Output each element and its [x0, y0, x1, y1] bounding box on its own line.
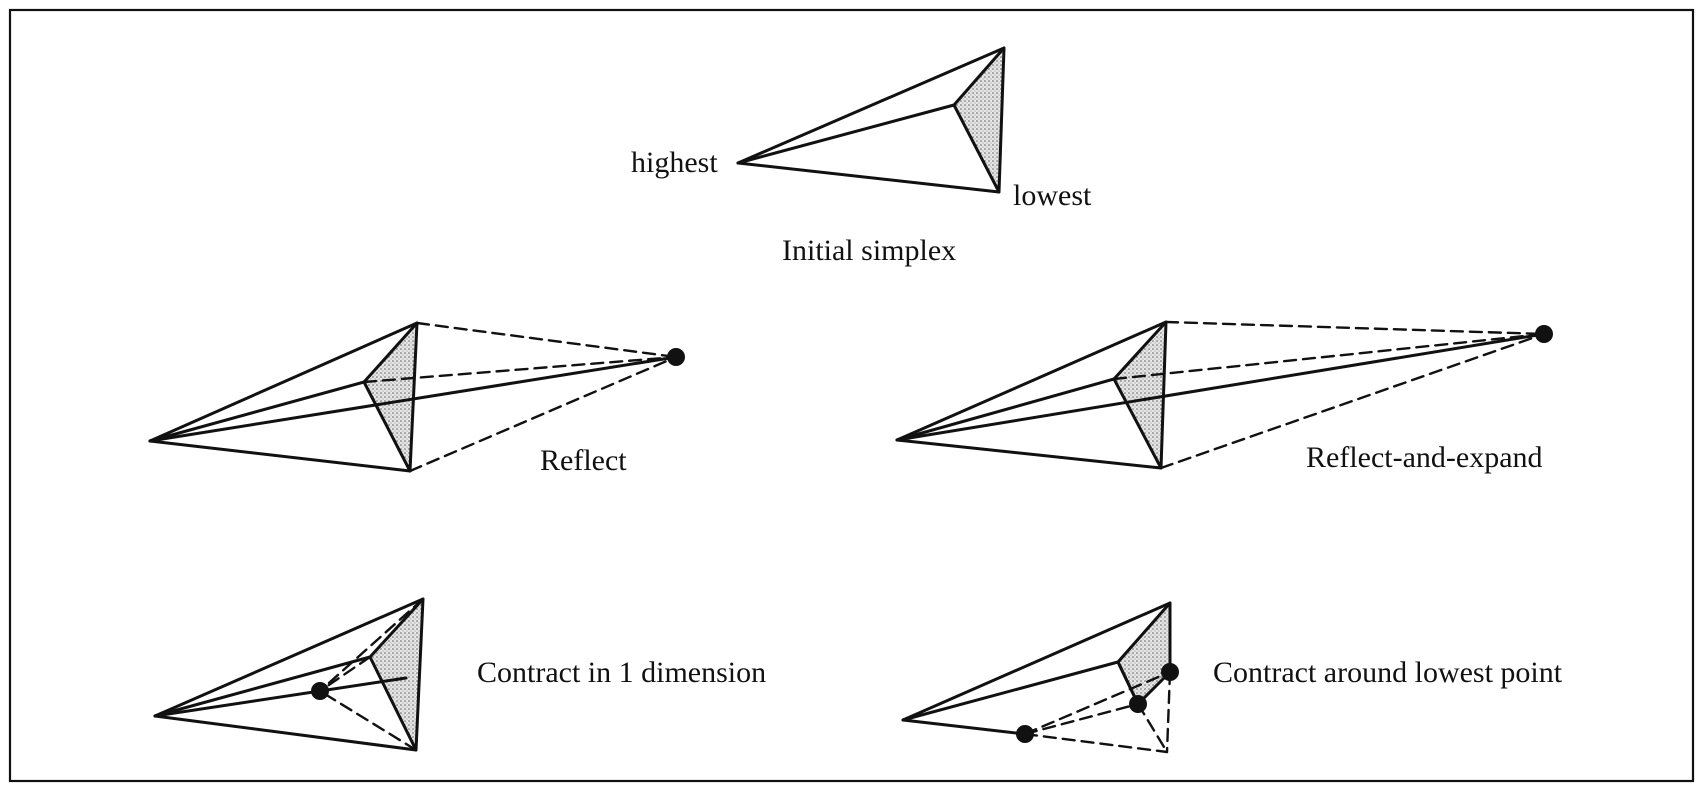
contract-lowest-edge-bottom [901, 718, 1027, 736]
expand-new-point [1535, 325, 1553, 343]
expand-line-to-point [895, 332, 1546, 442]
contract-one-edge-inner [153, 655, 372, 718]
contract-one-shaded-face [368, 597, 425, 752]
contract-lowest-dashed-link-b [1023, 670, 1172, 736]
expand-edge-bottom [895, 438, 1163, 470]
reflect-expand-caption: Reflect-and-expand [1306, 441, 1543, 474]
contract-one-dashed-top [318, 597, 425, 693]
contract-lowest-simplex [901, 601, 1179, 754]
expand-edge-inner [895, 377, 1116, 442]
contract-lowest-point-right [1161, 663, 1179, 681]
expand-edge-top [895, 320, 1168, 442]
contract-lowest-point-bottom [1016, 725, 1034, 743]
contract-lowest-point-caption: Contract around lowest point [1213, 656, 1563, 689]
initial-shaded-face [952, 46, 1006, 194]
contract-one-new-point [311, 682, 329, 700]
contract-lowest-dashed-mid [1136, 702, 1169, 754]
initial-simplex-caption: Initial simplex [782, 234, 957, 267]
contract-lowest-edge-top [901, 601, 1172, 722]
initial-simplex [736, 46, 1006, 194]
reflect-simplex [148, 321, 685, 473]
contract-one-edge-top [153, 597, 425, 718]
contract-one-dimension-caption: Contract in 1 dimension [477, 656, 767, 689]
expand-dashed-middle [1112, 332, 1546, 381]
contract-one-dashed-middle [318, 655, 372, 693]
expand-shaded-face [1112, 320, 1168, 470]
contract-one-line-through-point [153, 676, 408, 718]
lowest-label: lowest [1013, 179, 1092, 212]
reflect-new-point [667, 348, 685, 366]
contract-lowest-edge-inner [901, 660, 1120, 722]
reflect-dashed-top [415, 321, 678, 359]
expand-dashed-top [1164, 320, 1546, 336]
expand-dashed-bottom [1159, 332, 1546, 470]
initial-edge-bottom [736, 161, 1001, 194]
reflect-edge-inner [148, 380, 366, 443]
reflect-line-to-point [148, 355, 678, 443]
reflect-dashed-bottom [408, 355, 678, 473]
contract-lowest-point-middle [1129, 695, 1147, 713]
contract-one-dashed-bottom [318, 689, 418, 752]
initial-edge-inner [736, 103, 956, 165]
reflect-shaded-face [362, 321, 419, 473]
reflect-edge-top [148, 321, 419, 443]
contract-lowest-shaded-face [1116, 601, 1172, 706]
reflect-edge-bottom [148, 439, 412, 473]
contract-one-edge-bottom [153, 714, 418, 752]
figure-frame [8, 8, 1695, 783]
reflect-caption: Reflect [540, 444, 627, 477]
reflect-expand-simplex [895, 320, 1553, 470]
highest-label: highest [631, 146, 718, 179]
contract-lowest-dashed-right [1165, 670, 1172, 754]
initial-edge-top [736, 46, 1006, 165]
contract-one-dimension-simplex [153, 597, 425, 752]
contract-lowest-dashed-bottom [1023, 732, 1169, 754]
reflect-dashed-middle [362, 355, 678, 384]
contract-lowest-dashed-link-a [1023, 702, 1140, 736]
